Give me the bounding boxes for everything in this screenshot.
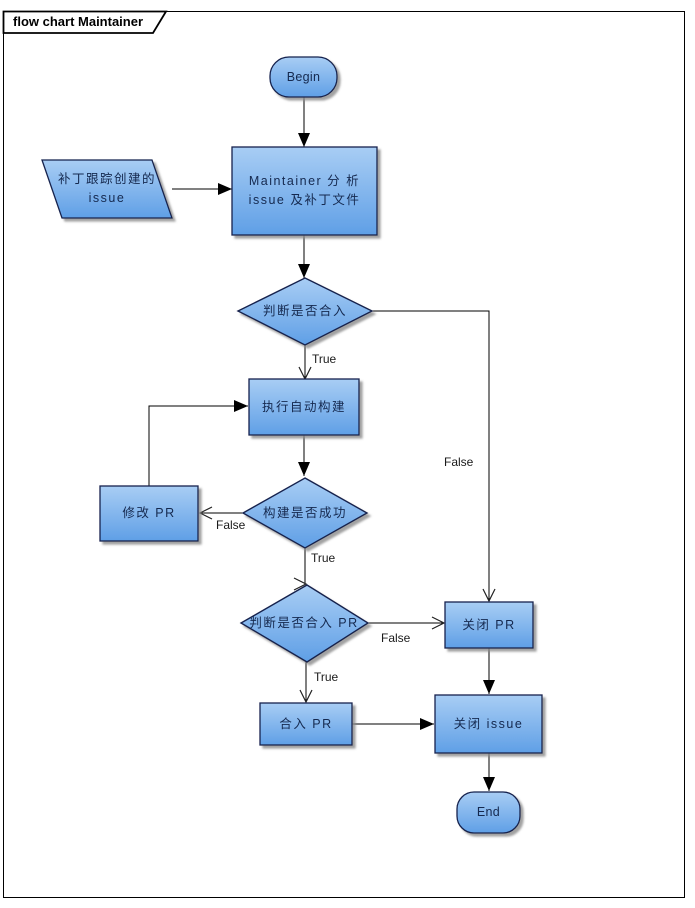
node-decide-merge-shape [236, 277, 374, 346]
node-auto-build-shape [248, 378, 360, 436]
node-decide-merge-pr-shape [239, 584, 370, 663]
node-issue-input-shape [41, 159, 173, 219]
edge-build-success-true [293, 548, 308, 591]
frame-border [3, 11, 685, 898]
node-merge-pr-shape [259, 702, 353, 746]
diagram-title: flow chart Maintainer [13, 14, 144, 29]
node-end-shape [456, 791, 521, 834]
edge-fix-pr-loop-to-build [148, 400, 248, 486]
node-close-pr-shape [444, 601, 534, 649]
node-build-success-shape [241, 477, 369, 549]
edge-decide-merge-false [372, 310, 496, 603]
node-begin-shape [269, 56, 338, 98]
frame-title-tab [2, 10, 168, 34]
node-close-issue-shape [434, 694, 543, 754]
node-analyze-shape [231, 146, 378, 236]
node-fix-pr-shape [99, 485, 199, 542]
